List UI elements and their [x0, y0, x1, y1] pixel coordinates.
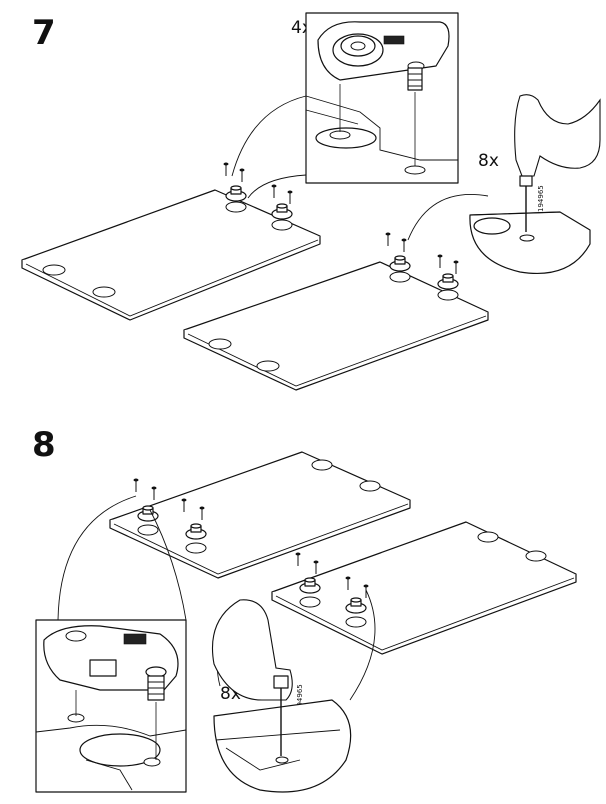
screwdriver-hand-icon — [211, 599, 293, 756]
screwdriver-hand-icon — [514, 94, 601, 232]
step-7-callout-line — [231, 95, 307, 177]
step-7-number: 7 — [32, 13, 56, 53]
step-7-left-panel — [21, 162, 321, 321]
step-8-number: 8 — [32, 425, 56, 465]
step-7-detail-box — [305, 12, 459, 184]
step-8-left-panel — [109, 451, 411, 579]
step-7-right-panel — [183, 232, 489, 391]
step-7-screw-quantity: 8x — [478, 151, 499, 171]
step-8-right-panel — [271, 521, 577, 655]
step-8-detail-box — [35, 495, 187, 793]
cam-lock-icon — [317, 21, 450, 91]
cam-lock-icon — [43, 625, 179, 701]
step-7-screw-detail — [407, 94, 601, 275]
step-8-screw-detail — [211, 589, 376, 793]
